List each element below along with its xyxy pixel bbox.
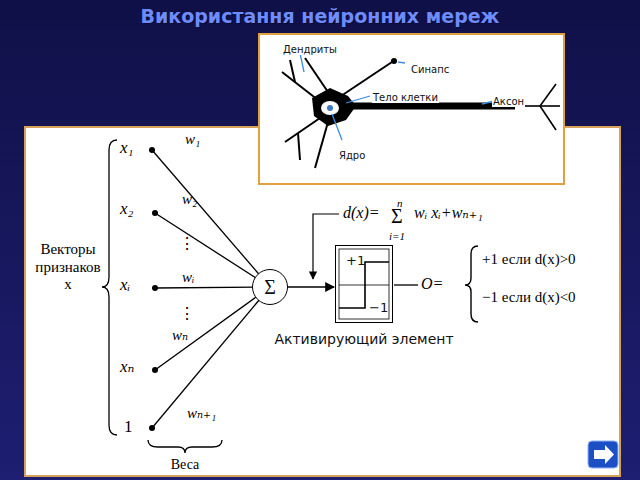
weight-name: wₙ₊₁	[187, 405, 216, 421]
label-wrap: x₂	[120, 200, 133, 219]
formula-part: Σ	[391, 205, 403, 227]
bias-input: 1	[124, 417, 133, 436]
node-text-wrap: Ядро	[338, 145, 366, 163]
node-text-wrap: Тело клетки	[372, 87, 439, 105]
part-label: Дендриты	[282, 44, 338, 55]
level-label: +1	[346, 253, 365, 268]
label-wrap: O=	[421, 275, 443, 293]
neuron-picture	[282, 53, 560, 168]
output-wire	[394, 284, 418, 285]
weights-brace	[148, 440, 222, 453]
weight-name: wᵢ	[182, 269, 194, 285]
input-name: x₁	[120, 138, 133, 157]
summator-circle: Σ	[252, 269, 288, 305]
label-wrap: wᵢ	[182, 268, 194, 286]
title-wrap: Використання нейронних мереж	[0, 6, 640, 27]
signal-connector	[288, 286, 334, 287]
part-label: Тело клетки	[372, 92, 439, 103]
neuron-picture-box: ДендритыСинапсТело клетки АксонЯдро	[258, 33, 565, 185]
activation-box: +1−1Активирующий элемент	[335, 245, 393, 323]
label-wrap: Σ	[391, 206, 403, 226]
element-caption: Активирующий элемент	[274, 331, 453, 347]
label-wrap: x₁	[120, 139, 133, 158]
input-dots	[149, 147, 158, 431]
output-brace	[465, 246, 478, 322]
node-text-wrap: Дендриты	[282, 39, 338, 57]
label-wrap: i=1	[389, 227, 405, 243]
label-wrap: 1	[124, 418, 133, 437]
weight-name: w₂	[182, 191, 197, 207]
group-label: Веса	[171, 457, 200, 472]
next-button	[588, 441, 618, 468]
label-wrap: wₙ₊₁	[187, 404, 216, 422]
activation-drawing	[339, 249, 389, 319]
label-wrap: ⋮	[179, 236, 195, 252]
input-name: xₙ	[120, 357, 134, 376]
label-wrap: wᵢ xᵢ+wₙ₊₁	[414, 205, 483, 221]
label-wrap: Векторы признаков x	[30, 240, 106, 293]
part-label: Синапс	[410, 64, 450, 75]
node-text-wrap: Активирующий элемент	[274, 330, 453, 348]
node-text-wrap: Σ	[253, 270, 287, 304]
weight-name: wₙ	[172, 327, 188, 343]
label-wrap: xᵢ	[120, 276, 130, 295]
output-name: O=	[421, 275, 443, 292]
input-brace	[102, 140, 117, 435]
output-rule: −1 если d(x)<0	[482, 289, 576, 305]
label-wrap: w₁	[185, 130, 200, 148]
slide-title: Використання нейронних мереж	[140, 5, 499, 27]
ellipsis: ⋮	[179, 235, 195, 252]
label-wrap: ⋮	[179, 306, 195, 322]
label-wrap: xₙ	[120, 358, 134, 377]
output-rule: +1 если d(x)>0	[482, 251, 576, 267]
input-name: xᵢ	[120, 275, 130, 294]
sum-symbol: Σ	[264, 277, 276, 297]
formula-part: d(x)=	[343, 204, 380, 221]
node-text-wrap: −1	[369, 298, 388, 316]
weight-name: w₁	[185, 131, 200, 147]
label-wrap: d(x)=	[343, 205, 380, 221]
node-text-wrap: +1	[346, 251, 365, 269]
level-label: −1	[369, 300, 388, 315]
label-wrap: −1 если d(x)<0	[482, 288, 576, 306]
node-text-wrap: Аксон	[492, 91, 525, 109]
neuron-picture-panel	[258, 33, 565, 185]
label-wrap: w₂	[182, 190, 197, 208]
part-label: Аксон	[492, 96, 525, 107]
input-name: x₂	[120, 199, 133, 218]
formula-part: wᵢ xᵢ+wₙ₊₁	[414, 204, 483, 221]
part-label: Ядро	[338, 150, 366, 161]
label-wrap: wₙ	[172, 326, 188, 344]
group-label: Векторы признаков x	[35, 241, 100, 292]
label-wrap: +1 если d(x)>0	[482, 250, 576, 268]
ellipsis: ⋮	[179, 305, 195, 322]
formula-part: i=1	[389, 230, 405, 242]
label-wrap: Веса	[171, 455, 200, 473]
node-text-wrap: Синапс	[410, 59, 450, 77]
